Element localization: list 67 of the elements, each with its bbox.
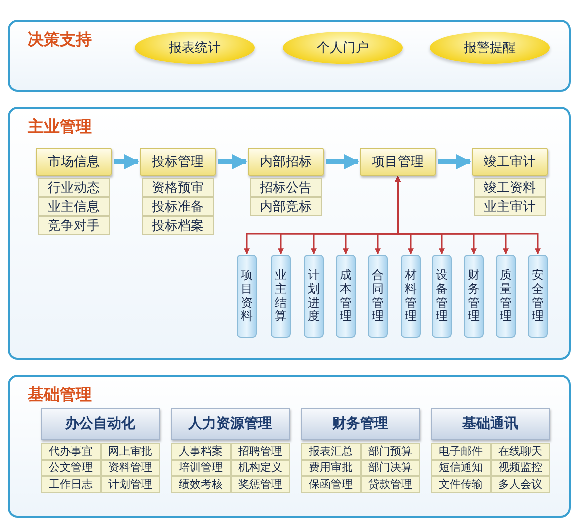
function-box: 业主审计: [474, 197, 546, 216]
function-item: 资料管理: [100, 460, 160, 476]
function-item: 在线聊天: [490, 443, 550, 460]
module-ellipse: 个人门户: [283, 32, 403, 64]
category-box: 财务管理: [301, 408, 420, 440]
section-heading: 基础管理: [28, 385, 92, 406]
category-box: 人力资源管理: [171, 408, 290, 440]
module-box: 内部招标: [248, 148, 324, 176]
module-ellipse: 报表统计: [135, 32, 255, 64]
section-heading: 主业管理: [28, 117, 92, 138]
function-item: 保函管理: [301, 476, 360, 492]
section-heading: 决策支持: [28, 30, 92, 51]
function-box: 安全管理: [528, 255, 548, 338]
section-panel: [8, 20, 571, 92]
module-box: 项目管理: [360, 148, 436, 176]
function-box: 业主信息: [38, 197, 110, 216]
function-box: 设备管理: [432, 255, 452, 338]
function-item: 计划管理: [100, 476, 160, 492]
category-box: 办公自动化: [41, 408, 160, 440]
section-panel: [8, 375, 571, 518]
function-item: 培训管理: [171, 460, 230, 476]
module-ellipse: 报警提醒: [430, 32, 550, 64]
function-item: 代办事宜: [41, 443, 100, 460]
function-box: 行业动态: [38, 178, 110, 197]
function-box: 计划进度: [304, 255, 324, 338]
module-box: 市场信息: [36, 148, 112, 176]
function-item: 文件传输: [431, 476, 490, 492]
function-box: 业主结算: [271, 255, 291, 338]
arrow: [326, 154, 360, 170]
function-item: 招聘管理: [230, 443, 290, 460]
function-item: 工作日志: [41, 476, 100, 492]
function-item: 视频监控: [490, 460, 550, 476]
function-box: 竣工资料: [474, 178, 546, 197]
function-box: 质量管理: [496, 255, 516, 338]
function-item: 公文管理: [41, 460, 100, 476]
section-panel: [8, 107, 571, 360]
function-box: 投标档案: [142, 216, 214, 235]
function-item: 贷款管理: [360, 476, 420, 492]
function-item: 电子邮件: [431, 443, 490, 460]
module-box: 投标管理: [140, 148, 216, 176]
function-box: 竞争对手: [38, 216, 110, 235]
function-box: 内部竞标: [250, 197, 322, 216]
function-item: 部门预算: [360, 443, 420, 460]
function-box: 成本管理: [336, 255, 356, 338]
category-box: 基础通讯: [431, 408, 550, 440]
function-item: 报表汇总: [301, 443, 360, 460]
module-box: 竣工审计: [472, 148, 548, 176]
function-box: 招标公告: [250, 178, 322, 197]
function-item: 网上审批: [100, 443, 160, 460]
function-item: 奖惩管理: [230, 476, 290, 492]
function-box: 财务管理: [464, 255, 484, 338]
function-item: 费用审批: [301, 460, 360, 476]
connector-line: [395, 176, 541, 255]
function-box: 投标准备: [142, 197, 214, 216]
function-item: 机构定义: [230, 460, 290, 476]
function-box: 材料管理: [401, 255, 421, 338]
function-item: 部门决算: [360, 460, 420, 476]
arrow: [114, 154, 140, 170]
function-item: 人事档案: [171, 443, 230, 460]
function-box: 资格预审: [142, 178, 214, 197]
function-box: 项目资料: [237, 255, 257, 338]
function-item: 绩效考核: [171, 476, 230, 492]
function-box: 合同管理: [368, 255, 388, 338]
arrow: [438, 154, 472, 170]
arrow: [218, 154, 248, 170]
function-item: 短信通知: [431, 460, 490, 476]
function-item: 多人会议: [490, 476, 550, 492]
